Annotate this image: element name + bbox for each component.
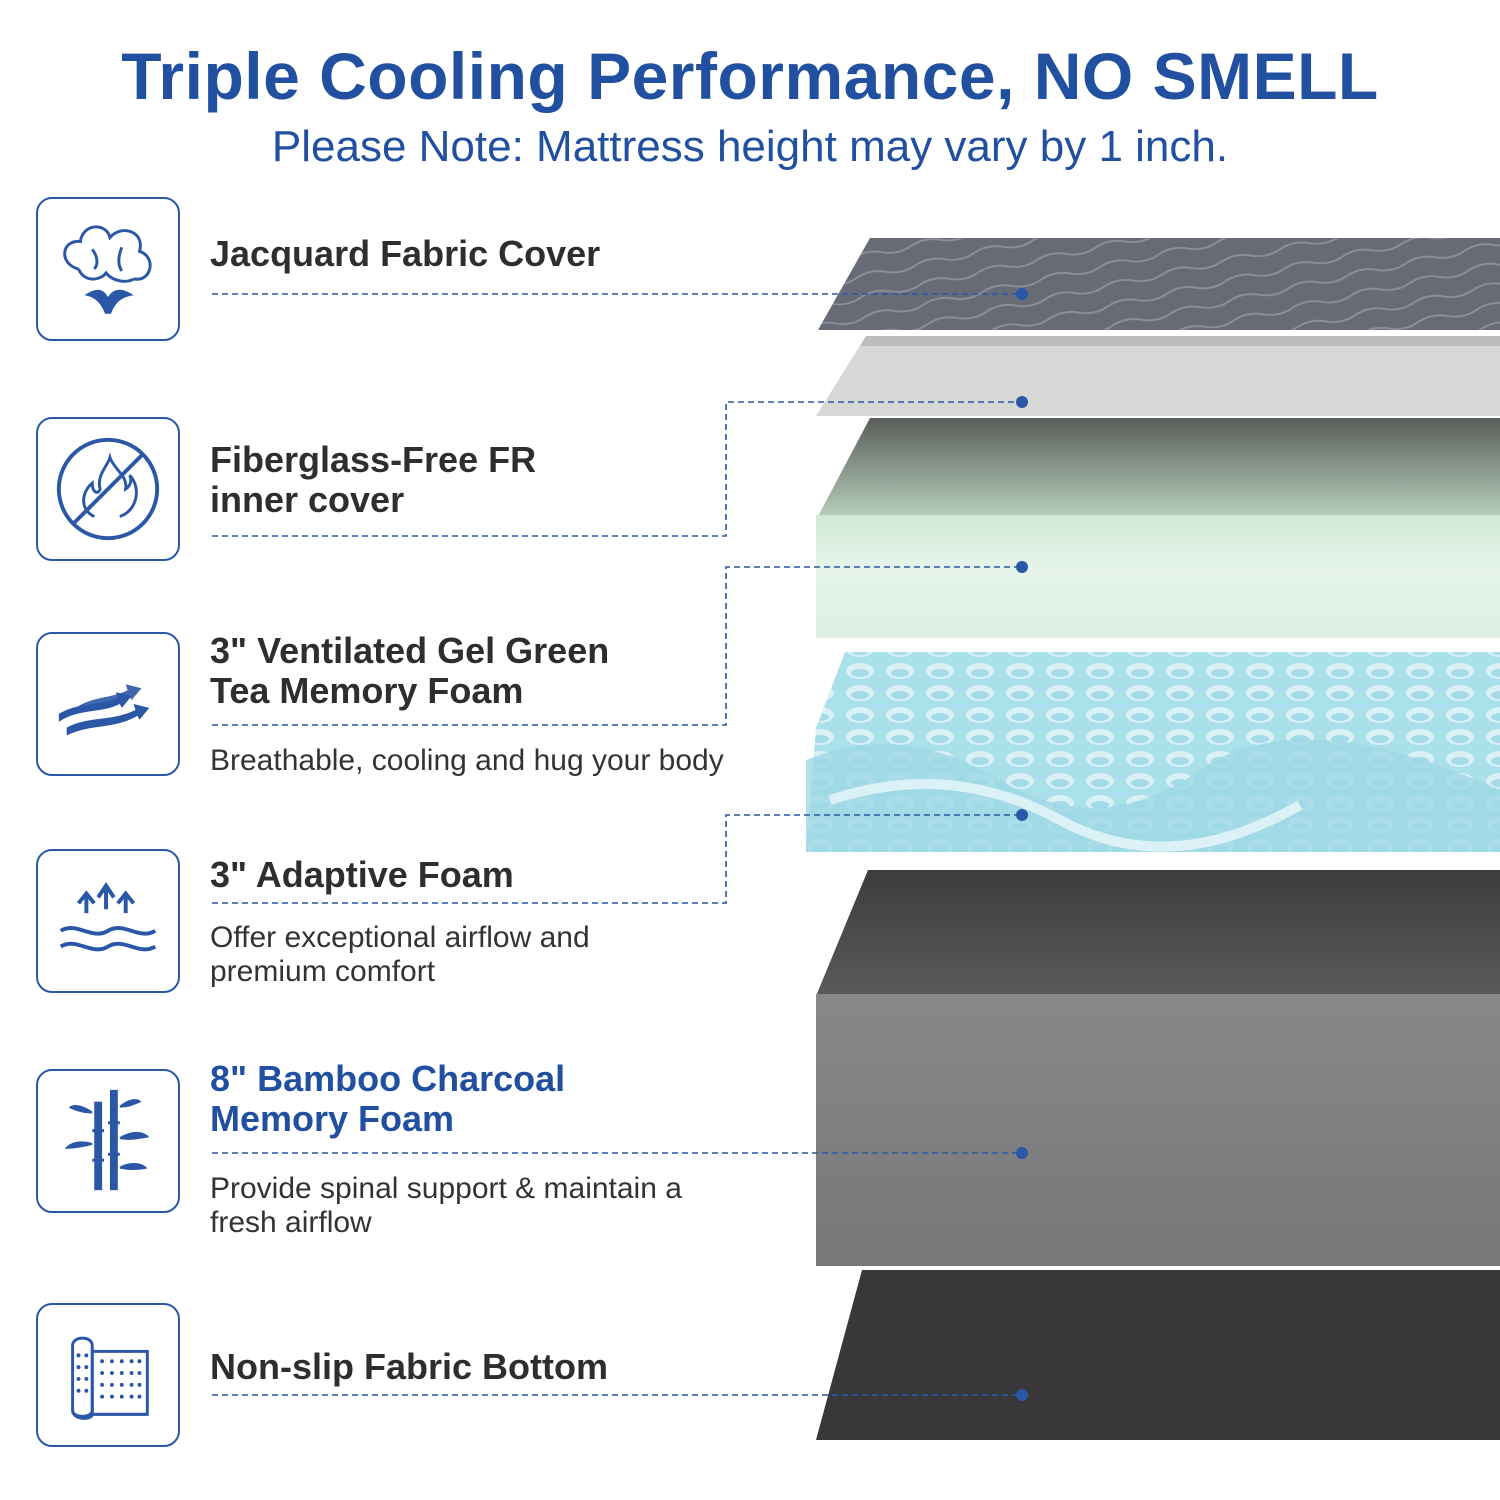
layer-title-adaptive: 3" Adaptive Foam <box>210 854 514 895</box>
bamboo-icon-box <box>36 1069 180 1213</box>
heat-waves-icon-box <box>36 849 180 993</box>
leader-dot <box>1016 561 1028 573</box>
layer-title-bamboo: 8" Bamboo Charcoal Memory Foam <box>210 1058 566 1139</box>
cotton-icon-box <box>36 197 180 341</box>
jacquard-cover-layer <box>818 238 1500 330</box>
leader-dot <box>1016 1389 1028 1401</box>
layer-desc-green-tea: Breathable, cooling and hug your body <box>210 744 724 777</box>
no-fire-icon <box>56 437 160 541</box>
bottom-fabric-layer <box>816 1270 1500 1440</box>
leader-dot <box>1016 1147 1028 1159</box>
layer-desc-bamboo: Provide spinal support & maintain a fres… <box>210 1172 682 1239</box>
layer-title-bottom: Non-slip Fabric Bottom <box>210 1346 608 1387</box>
cotton-icon <box>63 225 152 314</box>
airflow-icon <box>58 684 150 736</box>
heat-waves-icon <box>59 882 157 952</box>
leader-line-4 <box>212 814 1022 904</box>
page-title: Triple Cooling Performance, NO SMELL <box>121 39 1379 113</box>
layer-desc-adaptive: Offer exceptional airflow and premium co… <box>210 921 590 988</box>
leader-dot <box>1016 288 1028 300</box>
page-subtitle: Please Note: Mattress height may vary by… <box>271 122 1229 171</box>
fabric-roll-icon <box>71 1336 149 1420</box>
no-fire-icon-box <box>36 417 180 561</box>
layer-title-green-tea: 3" Ventilated Gel Green Tea Memory Foam <box>210 630 610 711</box>
leader-line-2 <box>212 401 1022 537</box>
layer-title-fr-cover: Fiberglass-Free FR inner cover <box>210 439 537 520</box>
green-tea-foam-layer <box>816 515 1500 638</box>
leader-dot <box>1016 396 1028 408</box>
green-tea-foam-top <box>816 418 1500 520</box>
airflow-icon-box <box>36 632 180 776</box>
leader-line-3 <box>212 566 1022 726</box>
charcoal-foam-layer <box>816 994 1500 1266</box>
fr-inner-cover-layer <box>816 336 1500 416</box>
layer-title-jacquard: Jacquard Fabric Cover <box>210 233 601 274</box>
bamboo-icon <box>64 1089 150 1191</box>
leader-dot <box>1016 809 1028 821</box>
fabric-roll-icon-box <box>36 1303 180 1447</box>
charcoal-foam-top <box>816 870 1500 996</box>
